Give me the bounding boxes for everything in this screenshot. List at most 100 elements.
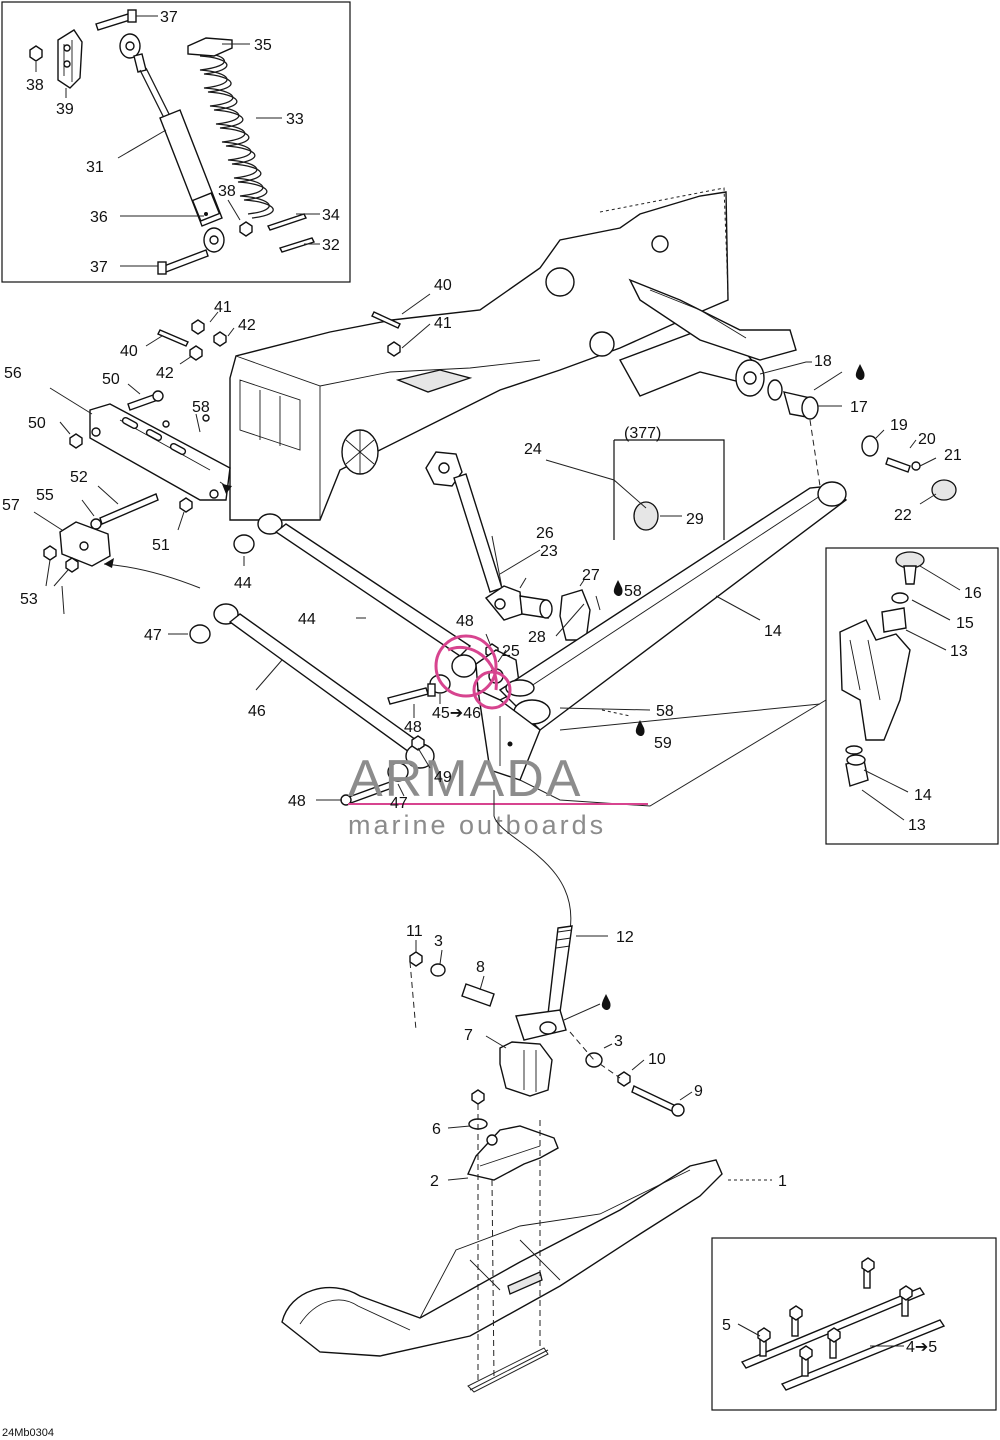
nut-lower bbox=[239, 221, 253, 237]
upper-arm bbox=[233, 513, 472, 657]
pin-32 bbox=[279, 237, 315, 253]
callout-38a: 38 bbox=[26, 77, 44, 94]
callout-42a: 42 bbox=[238, 317, 256, 334]
screw-21 bbox=[885, 457, 911, 473]
callout-50b: 51 bbox=[152, 537, 170, 554]
nut-42 bbox=[189, 345, 203, 361]
callout-28: 27 bbox=[582, 567, 600, 584]
bumper-7 bbox=[499, 1041, 553, 1097]
callout-29: 28 bbox=[528, 629, 546, 646]
callout-21: 20 bbox=[918, 431, 936, 448]
callout-23: 22 bbox=[894, 507, 912, 524]
callout-6: 6 bbox=[432, 1121, 441, 1138]
kit-inset-box bbox=[613, 439, 725, 540]
callout-32: 32 bbox=[322, 237, 340, 254]
lower-arm bbox=[189, 603, 435, 782]
bushing-19 bbox=[767, 379, 783, 401]
callout-3a: 3 bbox=[434, 933, 443, 950]
callout-48a: 48 bbox=[456, 613, 474, 630]
callout-46a: 47 bbox=[144, 627, 162, 644]
bolt-lower bbox=[157, 249, 209, 275]
bushing-3b bbox=[585, 1052, 603, 1068]
bushing-18 bbox=[783, 391, 819, 420]
callout-35: 35 bbox=[254, 37, 272, 54]
knuckle-detail bbox=[839, 551, 925, 787]
callout-31: 31 bbox=[86, 159, 104, 176]
armada-watermark: ARMADA marine outboards bbox=[348, 634, 648, 840]
carbide-runners bbox=[740, 1257, 946, 1391]
callout-44b: 45➔46 bbox=[432, 705, 481, 722]
callout-19: 18 bbox=[814, 353, 832, 370]
callout-45-46: 46 bbox=[248, 703, 266, 720]
callout-2: 2 bbox=[430, 1173, 439, 1190]
nut-50a bbox=[69, 433, 83, 449]
ski-bracket-2 bbox=[467, 1125, 559, 1181]
callout-37b: 37 bbox=[90, 259, 108, 276]
bushing-46a bbox=[189, 624, 211, 644]
trailing-arm bbox=[498, 481, 848, 731]
callout-50a: 50 bbox=[28, 415, 46, 432]
callout-55: 57 bbox=[2, 497, 20, 514]
spring-cap bbox=[187, 37, 233, 57]
bushing-44a bbox=[233, 534, 255, 554]
callout-13b: 13 bbox=[908, 817, 926, 834]
nut-41b bbox=[387, 341, 401, 357]
callout-labels: 37 38 39 35 33 31 38 36 34 32 37 40 41 4… bbox=[2, 9, 982, 1439]
bolt-40b bbox=[371, 311, 401, 329]
callout-37a: 37 bbox=[160, 9, 178, 26]
mount-bracket-55 bbox=[59, 521, 111, 567]
callout-27: 26 bbox=[536, 525, 554, 542]
callout-38b: 38 bbox=[218, 183, 236, 200]
callout-44a: 44 bbox=[234, 575, 252, 592]
callout-16: 15 bbox=[956, 615, 974, 632]
bolt-47a bbox=[387, 687, 429, 705]
callout-22: 21 bbox=[944, 447, 962, 464]
callout-58a: 58 bbox=[624, 583, 642, 600]
spindle-housing bbox=[477, 688, 541, 781]
callout-1: 1 bbox=[778, 1173, 787, 1190]
pin-34 bbox=[267, 213, 307, 231]
callout-3b: 3 bbox=[614, 1033, 623, 1050]
callout-54: 56 bbox=[4, 365, 22, 382]
nut-top-ski bbox=[471, 1089, 485, 1105]
callout-11: 11 bbox=[406, 923, 423, 940]
shock-inset-box bbox=[1, 1, 351, 283]
chassis-frame bbox=[229, 187, 797, 521]
callout-12: 12 bbox=[616, 929, 634, 946]
callout-33: 33 bbox=[286, 111, 304, 128]
bolt-9 bbox=[631, 1085, 677, 1113]
callout-47b: 48 bbox=[288, 793, 306, 810]
pin-8 bbox=[461, 983, 495, 1007]
leader-lines bbox=[33, 15, 961, 1347]
nut-52a bbox=[43, 545, 57, 561]
pin-56b bbox=[202, 414, 210, 422]
callout-41a: 41 bbox=[434, 315, 452, 332]
nut-50b bbox=[179, 497, 193, 513]
callout-7: 7 bbox=[464, 1027, 473, 1044]
callout-52: 53 bbox=[20, 591, 38, 608]
callout-41b: 41 bbox=[214, 299, 232, 316]
callout-10: 10 bbox=[648, 1051, 666, 1068]
callout-39: 39 bbox=[56, 101, 74, 118]
callout-4-5: 4➔5 bbox=[906, 1339, 937, 1356]
bolt-top bbox=[95, 9, 137, 31]
callout-18: 17 bbox=[850, 399, 868, 416]
callout-53: 55 bbox=[36, 487, 54, 504]
nut-41a bbox=[191, 319, 205, 335]
pin-56a bbox=[162, 420, 170, 428]
callout-36: 36 bbox=[90, 209, 108, 226]
kit-number-label: (377) bbox=[624, 425, 661, 442]
bushing-3a bbox=[430, 963, 446, 977]
watermark-brand: ARMADA bbox=[348, 750, 582, 808]
callout-42b: 42 bbox=[156, 365, 174, 382]
nut-10 bbox=[617, 1071, 631, 1087]
oil-drop-icon bbox=[601, 364, 865, 1011]
plug-30 bbox=[633, 501, 659, 531]
callout-51: 52 bbox=[70, 469, 88, 486]
rear-link-bar bbox=[89, 403, 231, 501]
callout-30: 29 bbox=[686, 511, 704, 528]
callout-56: 58 bbox=[192, 399, 210, 416]
callout-15: 14 bbox=[764, 623, 782, 640]
callout-48b: 49 bbox=[434, 769, 452, 786]
